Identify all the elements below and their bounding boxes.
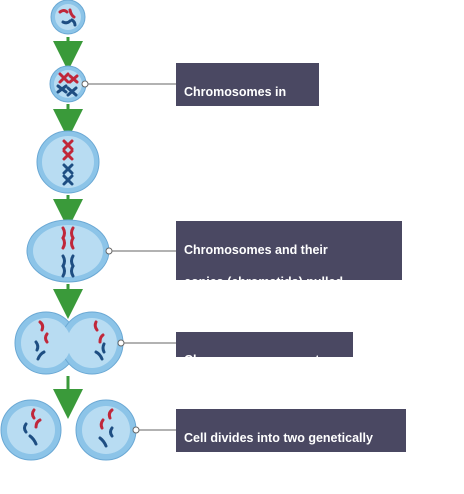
aligned-chromosomes-cell [36, 130, 100, 194]
maternal-chromosome [62, 139, 74, 151]
daughter-cells [0, 399, 137, 461]
callout-chromosomes-separate: Chromosomes separate [176, 332, 353, 367]
connector-dot [105, 247, 113, 255]
paternal-chromosome [62, 163, 74, 175]
callout-line: Chromosomes separate [184, 353, 327, 367]
maternal-chromosome [68, 74, 79, 84]
maternal-chromosome [31, 408, 36, 420]
maternal-chromosome [44, 332, 49, 344]
connector-dot [117, 339, 125, 347]
paternal-chromosome [61, 19, 72, 25]
maternal-chromosome [38, 320, 45, 332]
paternal-chromosome [28, 434, 38, 446]
paternal-chromosome [23, 422, 28, 434]
callout-line: Cell divides into two genetically [184, 431, 373, 445]
replicated-chromosomes-cell [49, 65, 87, 103]
connector-dot [132, 426, 140, 434]
paternal-chromatids [61, 264, 75, 278]
dividing-cell [14, 311, 124, 375]
callout-line: nucleus are copied [184, 117, 298, 131]
maternal-chromosome [98, 333, 105, 344]
maternal-chromosome [93, 320, 99, 332]
callout-line: apart and moved towards poles [184, 307, 372, 321]
callout-chromatids-pulled-apart: Chromosomes and their copies (chromatids… [176, 221, 402, 321]
callout-cell-divides: Cell divides into two genetically identi… [176, 409, 406, 477]
connector-dot [81, 80, 89, 88]
daughter-cell-left [0, 399, 62, 461]
callout-line: identical daughter cells [184, 463, 323, 477]
daughter-cell-right [75, 399, 137, 461]
callout-line: Chromosomes and their [184, 243, 328, 257]
paternal-chromosome [34, 340, 40, 352]
paternal-chromosome [109, 426, 114, 438]
paternal-chromosome [66, 86, 78, 97]
callout-line: copies (chromatids) pulled [184, 275, 344, 289]
paternal-chromosome [62, 174, 74, 186]
maternal-chromosome [58, 9, 69, 14]
separating-chromatids-cell [26, 219, 110, 283]
paternal-chromosome [101, 342, 106, 354]
paternal-chromosome [56, 84, 68, 94]
paternal-chromosome [94, 350, 104, 361]
paternal-chromosome [98, 436, 108, 448]
maternal-chromosome [62, 149, 74, 161]
interphase-cell [50, 0, 86, 35]
maternal-chromosome [68, 8, 76, 19]
maternal-chromosome [58, 72, 70, 84]
callout-chromosomes-copied: Chromosomes in nucleus are copied [176, 63, 319, 131]
callout-line: Chromosomes in [184, 85, 287, 99]
paternal-chromosome [36, 350, 46, 361]
paternal-chromosome [70, 18, 77, 27]
maternal-chromatids [61, 236, 75, 250]
mitosis-diagram [0, 0, 176, 461]
maternal-chromosome [107, 408, 114, 420]
maternal-chromosome [99, 418, 105, 430]
maternal-chromosome [34, 418, 42, 429]
